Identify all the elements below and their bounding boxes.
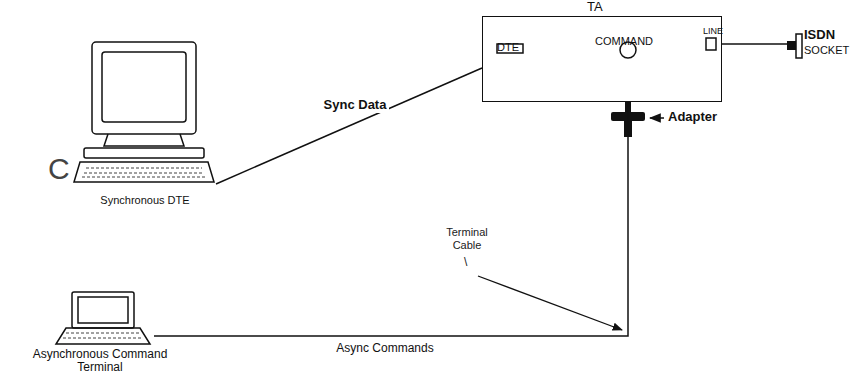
line-port (706, 38, 716, 50)
synchronous-dte: Synchronous DTE (70, 38, 222, 234)
leader-mark: \ (464, 256, 467, 270)
signal-label: Async Commands (333, 342, 436, 356)
laptop-terminal (56, 292, 150, 344)
async-terminal: Asynchronous Command Terminal (15, 288, 182, 376)
isdn-socket-box: ISDN SOCKET (785, 28, 860, 68)
box-title: TA (587, 0, 603, 14)
port-label: COMMAND (595, 35, 653, 47)
cable-line (216, 68, 482, 184)
terminal-adapter-box: TADTECOMMANDLINE (482, 16, 722, 102)
adapter-leader (650, 117, 664, 119)
cable-leader (478, 276, 622, 330)
cable-line (154, 102, 628, 336)
socket-label: SOCKET (804, 44, 849, 56)
port-label: DTE (497, 41, 519, 53)
stray-letter: C (48, 152, 70, 187)
desktop-computer (74, 42, 214, 182)
cable-label: Terminal Cable (432, 226, 502, 251)
isdn-socket (787, 34, 802, 58)
signal-label: Sync Data (321, 98, 390, 113)
device-label: Asynchronous Command Terminal (25, 348, 175, 374)
cable-line (722, 43, 787, 45)
socket-label: ISDN (804, 28, 835, 42)
part-label: Adapter (668, 110, 717, 125)
port-label: LINE (703, 27, 723, 37)
device-label: Synchronous DTE (90, 194, 200, 206)
